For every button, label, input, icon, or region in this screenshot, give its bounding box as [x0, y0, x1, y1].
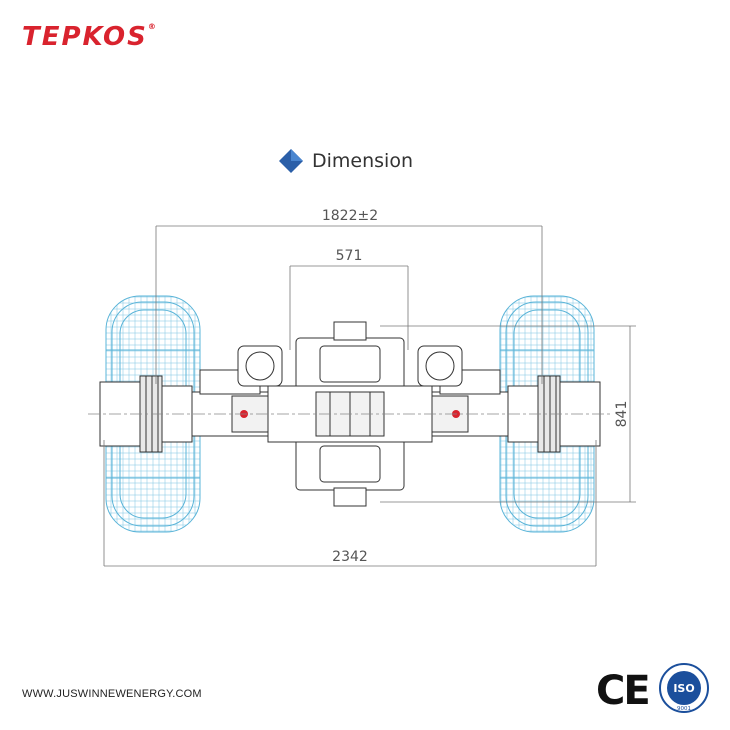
right-brake-chamber — [417, 345, 463, 387]
left-brake-chamber — [237, 345, 283, 387]
dimension-center-span-label: 571 — [336, 248, 363, 264]
brand-name: TEPKOS — [22, 22, 148, 52]
dimension-center-span — [289, 265, 409, 350]
dimension-height — [380, 325, 636, 503]
dimension-hub-span — [155, 225, 543, 384]
dimension-height-label: 841 — [614, 401, 630, 428]
iso-certification-icon: ISO 9001 — [659, 663, 709, 713]
section-heading: Dimension — [278, 148, 413, 174]
ce-mark: CE — [596, 668, 651, 714]
website-url: WWW.JUSWINNEWENERGY.COM — [22, 688, 202, 700]
dimension-overall-width — [103, 440, 597, 567]
brand-logo: TEPKOS® — [22, 22, 156, 52]
section-title: Dimension — [312, 150, 413, 172]
diamond-icon — [279, 149, 303, 173]
dimension-overall-width-label: 2342 — [332, 549, 368, 565]
registered-mark: ® — [147, 22, 156, 31]
dimension-hub-span-label: 1822±2 — [322, 208, 378, 224]
iso-number: 9001 — [677, 706, 691, 712]
iso-label: ISO — [673, 682, 694, 695]
right-hub — [507, 375, 601, 453]
